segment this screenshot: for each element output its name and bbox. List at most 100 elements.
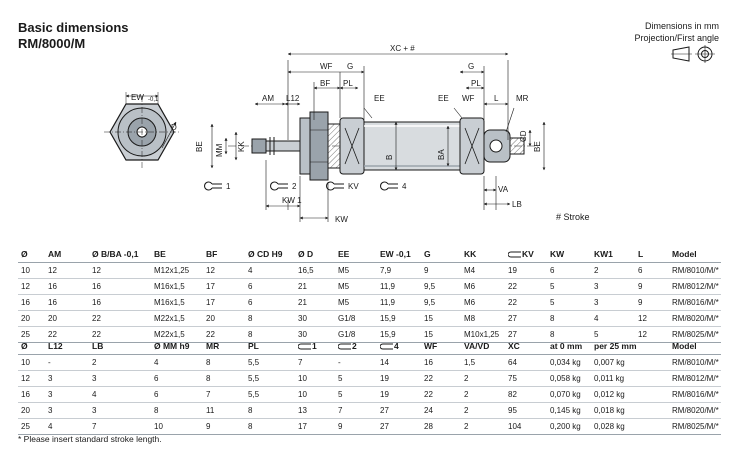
table-1-header-cell: EE <box>335 246 377 263</box>
table-1-header-cell: KW <box>547 246 591 263</box>
table-1-header-cell: AM <box>45 246 89 263</box>
label-va: VA <box>498 185 509 194</box>
table-2-cell: 8 <box>245 418 295 435</box>
table-2-cell: 0,011 kg <box>591 370 669 387</box>
dimension-lines <box>210 52 546 222</box>
table-1-cell: RM/8016/M/* <box>669 294 721 311</box>
table-2-cell: 95 <box>505 402 547 419</box>
table-2-cell: 0,200 kg <box>547 418 591 435</box>
table-1-cell: 20 <box>18 310 45 327</box>
end-view <box>104 92 180 168</box>
table-1-header-cell: Ø <box>18 246 45 263</box>
table-2-header-cell: 4 <box>377 338 421 355</box>
table-1-cell: M16x1,5 <box>151 278 203 295</box>
table-1-cell: 16 <box>89 294 151 311</box>
wrench-icon-4: 4 <box>380 181 407 191</box>
table-2-cell: 10 <box>295 370 335 387</box>
table-1-cell: 9,5 <box>421 294 461 311</box>
document-title: Basic dimensions RM/8000/M <box>18 20 129 52</box>
table-2-header-cell: LB <box>89 338 151 355</box>
label-ew-tolerance: -0,1 <box>148 97 159 103</box>
projection-method: Projection/First angle <box>634 33 719 43</box>
table-1-cell: 11,9 <box>377 278 421 295</box>
table-2-cell: 104 <box>505 418 547 435</box>
label-be-right: BE <box>533 141 542 152</box>
label-ba: BA <box>437 149 446 160</box>
wrench-icon-kv: KV <box>326 181 359 191</box>
table-2-cell: 8 <box>151 402 203 419</box>
table-2-cell: 64 <box>505 354 547 371</box>
table-2-header-cell: PL <box>245 338 295 355</box>
table-1-cell: G1/8 <box>335 310 377 327</box>
table-1-cell: 9,5 <box>421 278 461 295</box>
wrench-icon <box>380 343 393 350</box>
label-pl-left: PL <box>343 79 353 88</box>
table-1-cell: 10 <box>18 262 45 279</box>
table-2-cell: 8 <box>203 354 245 371</box>
svg-text:4: 4 <box>402 182 407 191</box>
table-2-cell: 5,5 <box>245 386 295 403</box>
table-2-cell: RM/8010/M/* <box>669 354 721 371</box>
label-kk: KK <box>237 141 246 152</box>
table-1-cell: M8 <box>461 310 505 327</box>
table-2-cell: 10 <box>18 354 45 371</box>
table-1-cell: M4 <box>461 262 505 279</box>
table-2-cell: 27 <box>377 402 421 419</box>
table-1-cell: 6 <box>547 262 591 279</box>
table-2-cell: RM/8025/M/* <box>669 418 721 435</box>
table-1-cell: 21 <box>295 278 335 295</box>
table-2-cell: 5,5 <box>245 370 295 387</box>
table-2-cell: RM/8012/M/* <box>669 370 721 387</box>
table-1-cell: 20 <box>203 310 245 327</box>
table-1-cell: 16 <box>45 294 89 311</box>
table-2-cell: - <box>45 354 89 371</box>
table-2-cell: 2 <box>89 354 151 371</box>
table-2-cell: 25 <box>18 418 45 435</box>
table-1-cell: 8 <box>245 310 295 327</box>
table-2-cell: 0,034 kg <box>547 354 591 371</box>
table-2-cell: 20 <box>18 402 45 419</box>
table-2-cell: 2 <box>461 418 505 435</box>
table-2-cell: 17 <box>295 418 335 435</box>
table-2-cell: 8 <box>245 402 295 419</box>
table-1-cell: RM/8020/M/* <box>669 310 721 327</box>
table-2-cell: 16 <box>18 386 45 403</box>
label-d: D <box>171 123 177 132</box>
table-2-cell: 4 <box>89 386 151 403</box>
table-2-header-cell: L12 <box>45 338 89 355</box>
table-2-cell: 2 <box>461 402 505 419</box>
table-2-cell: 19 <box>377 370 421 387</box>
table-1-header-cell: KK <box>461 246 505 263</box>
table-1-header-cell: EW -0,1 <box>377 246 421 263</box>
table-2-cell: 27 <box>377 418 421 435</box>
label-ee-right: EE <box>438 94 449 103</box>
table-2-cell: RM/8016/M/* <box>669 386 721 403</box>
label-lb: LB <box>512 200 522 209</box>
table-2-header-cell: 2 <box>335 338 377 355</box>
table-2-cell: 7 <box>335 402 377 419</box>
units-note: Dimensions in mm <box>644 21 719 31</box>
table-1-cell: 17 <box>203 294 245 311</box>
table-1-cell: 16 <box>89 278 151 295</box>
table-1-cell: 6 <box>245 294 295 311</box>
table-1-cell: 15 <box>421 310 461 327</box>
label-wf-right: WF <box>462 94 475 103</box>
table-1-header-cell: BE <box>151 246 203 263</box>
footnote: * Please insert standard stroke length. <box>18 434 162 444</box>
table-2-cell: 3 <box>45 402 89 419</box>
table-1-cell: 2 <box>591 262 635 279</box>
label-pl-right: PL <box>471 79 481 88</box>
table-2-header-cell: WF <box>421 338 461 355</box>
projection-note: Dimensions in mm Projection/First angle <box>634 20 719 44</box>
table-2-cell: 4 <box>45 418 89 435</box>
table-2-header-cell: Ø <box>18 338 45 355</box>
table-1-cell: 16 <box>18 294 45 311</box>
table-2-cell: 13 <box>295 402 335 419</box>
table-2-cell: 3 <box>89 402 151 419</box>
